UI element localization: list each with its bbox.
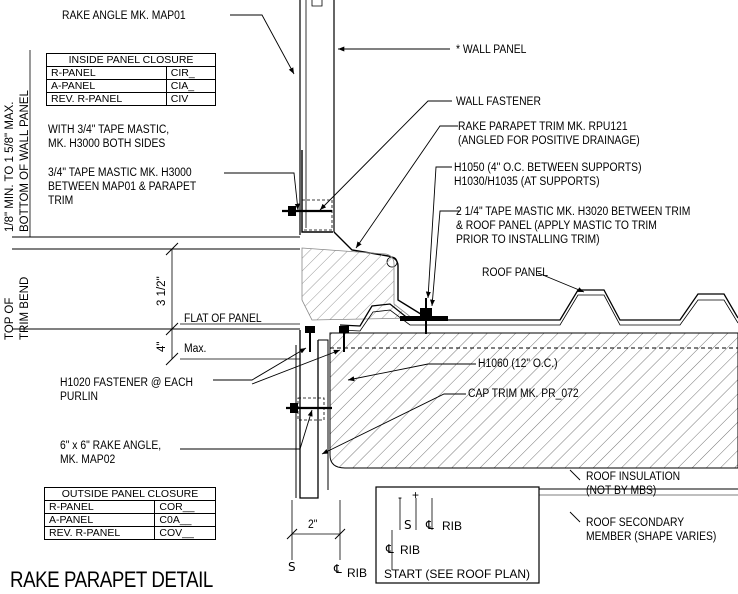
plus-mark: +	[412, 488, 420, 502]
table-cell: A-PANEL	[46, 79, 167, 93]
dim-four: 4"	[156, 341, 168, 352]
roof-insulation-block	[329, 332, 738, 469]
label-wall-panel: * WALL PANEL	[456, 44, 527, 56]
table-cell: CIA_	[165, 79, 217, 93]
h1020-fastener-head	[290, 403, 298, 413]
label-mastic-note: WITH 3/4" TAPE MASTIC, MK. H3000 BOTH SI…	[48, 124, 170, 150]
label-roof-insulation: ROOF INSULATION (NOT BY MBS)	[586, 471, 681, 497]
dim-two: 2"	[308, 519, 318, 531]
h1060-fasteners	[305, 326, 349, 352]
minus-mark: -	[398, 490, 402, 504]
dimension-lines	[12, 50, 346, 560]
label-roof-panel: ROOF PANEL	[482, 267, 548, 279]
label-cap-trim: CAP TRIM MK. PR_072	[468, 388, 579, 400]
rake-angle-map01	[301, 150, 333, 233]
rib-start-marks	[391, 498, 433, 570]
rib-label: RIB	[442, 519, 463, 533]
sl-symbol: S	[404, 518, 412, 532]
dim-bottom-of-wall-panel: BOTTOM OF WALL PANEL	[19, 90, 31, 232]
cl-symbol: ℄	[386, 542, 394, 556]
table-cell: COR__	[154, 500, 216, 514]
cl-symbol: ℄	[426, 518, 434, 532]
table-cell: R-PANEL	[46, 66, 167, 80]
start-label: START (SEE ROOF PLAN)	[384, 567, 531, 581]
label-tape-mastic-h3020: 2 1/4" TAPE MASTIC MK. H3020 BETWEEN TRI…	[456, 206, 691, 246]
label-rake-angle-map01: RAKE ANGLE MK. MAP01	[62, 10, 186, 22]
dim-trim-bend: TRIM BEND	[19, 276, 31, 340]
h1050-fastener	[400, 298, 448, 334]
page-title: RAKE PARAPET DETAIL	[10, 567, 213, 592]
label-h1020: H1020 FASTENER @ EACH PURLIN	[60, 377, 194, 403]
table-cell: COV__	[154, 526, 216, 540]
table-cell: REV. R-PANEL	[46, 92, 167, 106]
leader-lines	[180, 14, 585, 523]
rib-start-box	[375, 486, 540, 584]
inside-closure-header: INSIDE PANEL CLOSURE	[46, 53, 216, 67]
outside-closure-header: OUTSIDE PANEL CLOSURE	[44, 487, 216, 501]
label-rake-parapet-trim: RAKE PARAPET TRIM MK. RPU121 (ANGLED FOR…	[458, 121, 640, 147]
label-h1050: H1050 (4" O.C. BETWEEN SUPPORTS) H1030/H…	[454, 162, 642, 188]
label-flat-of-panel: FLAT OF PANEL	[184, 313, 262, 325]
table-cell: R-PANEL	[43, 500, 156, 514]
label-wall-fastener: WALL FASTENER	[456, 96, 541, 108]
dim-three-half: 3 1/2"	[156, 276, 168, 306]
table-cell: REV. R-PANEL	[43, 526, 156, 540]
table-cell: C0A__	[154, 513, 216, 527]
rib-label: RIB	[400, 543, 421, 557]
dim-wall-panel-range: 1/8" MIN. TO 1 5/8" MAX.	[4, 101, 16, 232]
parapet-sealant-zone	[301, 247, 414, 321]
rib-label: RIB	[347, 566, 368, 580]
cap-trim	[299, 330, 329, 499]
label-max: Max.	[184, 343, 207, 355]
wall-panel	[299, 0, 335, 235]
table-cell: CIR_	[165, 66, 217, 80]
label-tape-mastic-h3000: 3/4" TAPE MASTIC MK. H3000 BETWEEN MAP01…	[48, 167, 197, 207]
dim-top-of: TOP OF	[4, 297, 16, 340]
label-roof-secondary: ROOF SECONDARY MEMBER (SHAPE VARIES)	[586, 517, 717, 543]
table-cell: A-PANEL	[43, 513, 156, 527]
cl-symbol: ℄	[334, 562, 342, 576]
label-h1060: H1060 (12" O.C.)	[478, 358, 558, 370]
label-rake-angle-map02: 6" x 6" RAKE ANGLE, MK. MAP02	[60, 440, 162, 466]
wall-fastener-head	[288, 206, 296, 216]
table-cell: CIV	[165, 92, 217, 106]
sl-symbol: S	[288, 560, 296, 574]
